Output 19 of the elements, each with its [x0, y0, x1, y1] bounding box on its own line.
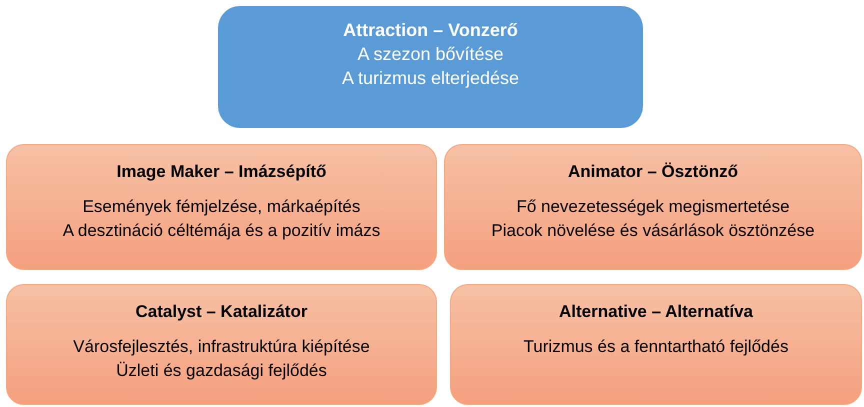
box-heading: Image Maker – Imázsépítő: [116, 161, 326, 183]
box-text: A szezon bővítése: [357, 43, 504, 66]
box-heading: Animator – Ösztönző: [568, 161, 738, 183]
box-heading: Attraction – Vonzerő: [343, 19, 518, 42]
box-heading: Catalyst – Katalizátor: [136, 301, 308, 323]
box-text: Piacok növelése és vásárlások ösztönzése: [491, 220, 815, 242]
category-box: [6, 284, 437, 405]
category-box: [450, 284, 862, 405]
category-box: [6, 144, 437, 270]
box-text: Üzleti és gazdasági fejlődés: [116, 360, 327, 382]
category-box: [444, 144, 862, 270]
box-text: A desztináció céltémája és a pozitív imázs: [62, 220, 380, 242]
box-text: A turizmus elterjedése: [342, 67, 520, 90]
category-box: [218, 6, 643, 128]
box-text: Városfejlesztés, infrastruktúra kiépítése: [73, 336, 370, 358]
box-text: Fő nevezetességek megismertetése: [516, 196, 790, 218]
box-heading: Alternative – Alternatíva: [559, 301, 753, 323]
box-text: Turizmus és a fenntartható fejlődés: [524, 336, 788, 358]
box-text: Események fémjelzése, márkaépítés: [82, 196, 360, 218]
